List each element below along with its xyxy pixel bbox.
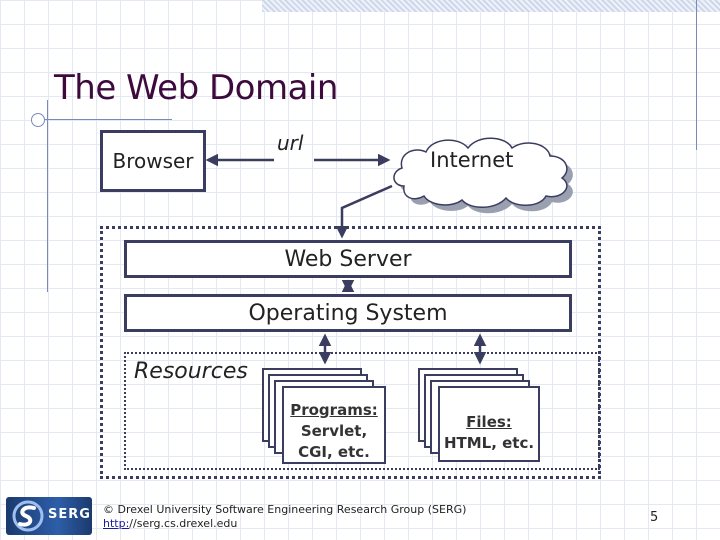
footer-link-rest: //serg.cs.drexel.edu	[129, 517, 238, 530]
files-line-html: HTML, etc.	[443, 434, 535, 452]
title-ring-marker	[31, 113, 45, 127]
programs-line-servlet: Servlet,	[300, 422, 368, 440]
web-server-label: Web Server	[284, 246, 412, 272]
footer-link[interactable]: http:	[103, 517, 130, 530]
internet-webserver-arrow	[335, 184, 393, 239]
files-text: Files: HTML, etc.	[438, 412, 540, 454]
guide-line-left	[47, 100, 48, 292]
footer-url: http://serg.cs.drexel.edu	[103, 517, 466, 531]
url-label: url	[277, 131, 304, 155]
page-number: 5	[650, 510, 659, 525]
operating-system-label: Operating System	[248, 300, 448, 326]
page-title: The Web Domain	[54, 68, 338, 108]
serg-logo-text: SERG	[48, 507, 91, 522]
programs-title: Programs:	[290, 401, 378, 419]
internet-label: Internet	[430, 148, 514, 172]
programs-card	[282, 386, 386, 464]
serg-logo-icon: SERG	[6, 497, 92, 535]
browser-box: Browser	[100, 130, 206, 192]
footer-copyright: © Drexel University Software Engineering…	[103, 503, 467, 516]
resources-region	[124, 352, 600, 470]
files-card	[438, 386, 540, 462]
browser-label: Browser	[112, 149, 194, 173]
guide-line-under-title	[37, 119, 172, 120]
files-title: Files:	[466, 413, 512, 431]
resources-label: Resources	[134, 359, 248, 384]
top-decorative-band	[262, 0, 720, 12]
serg-logo-mark	[12, 500, 44, 532]
guide-line-right	[696, 0, 697, 150]
internet-cloud-icon	[393, 137, 573, 214]
programs-text: Programs: Servlet, CGI, etc.	[282, 400, 386, 463]
programs-line-cgi: CGI, etc.	[298, 443, 370, 461]
footer: © Drexel University Software Engineering…	[103, 503, 466, 531]
web-server-box: Web Server	[124, 240, 572, 278]
operating-system-box: Operating System	[124, 294, 572, 332]
